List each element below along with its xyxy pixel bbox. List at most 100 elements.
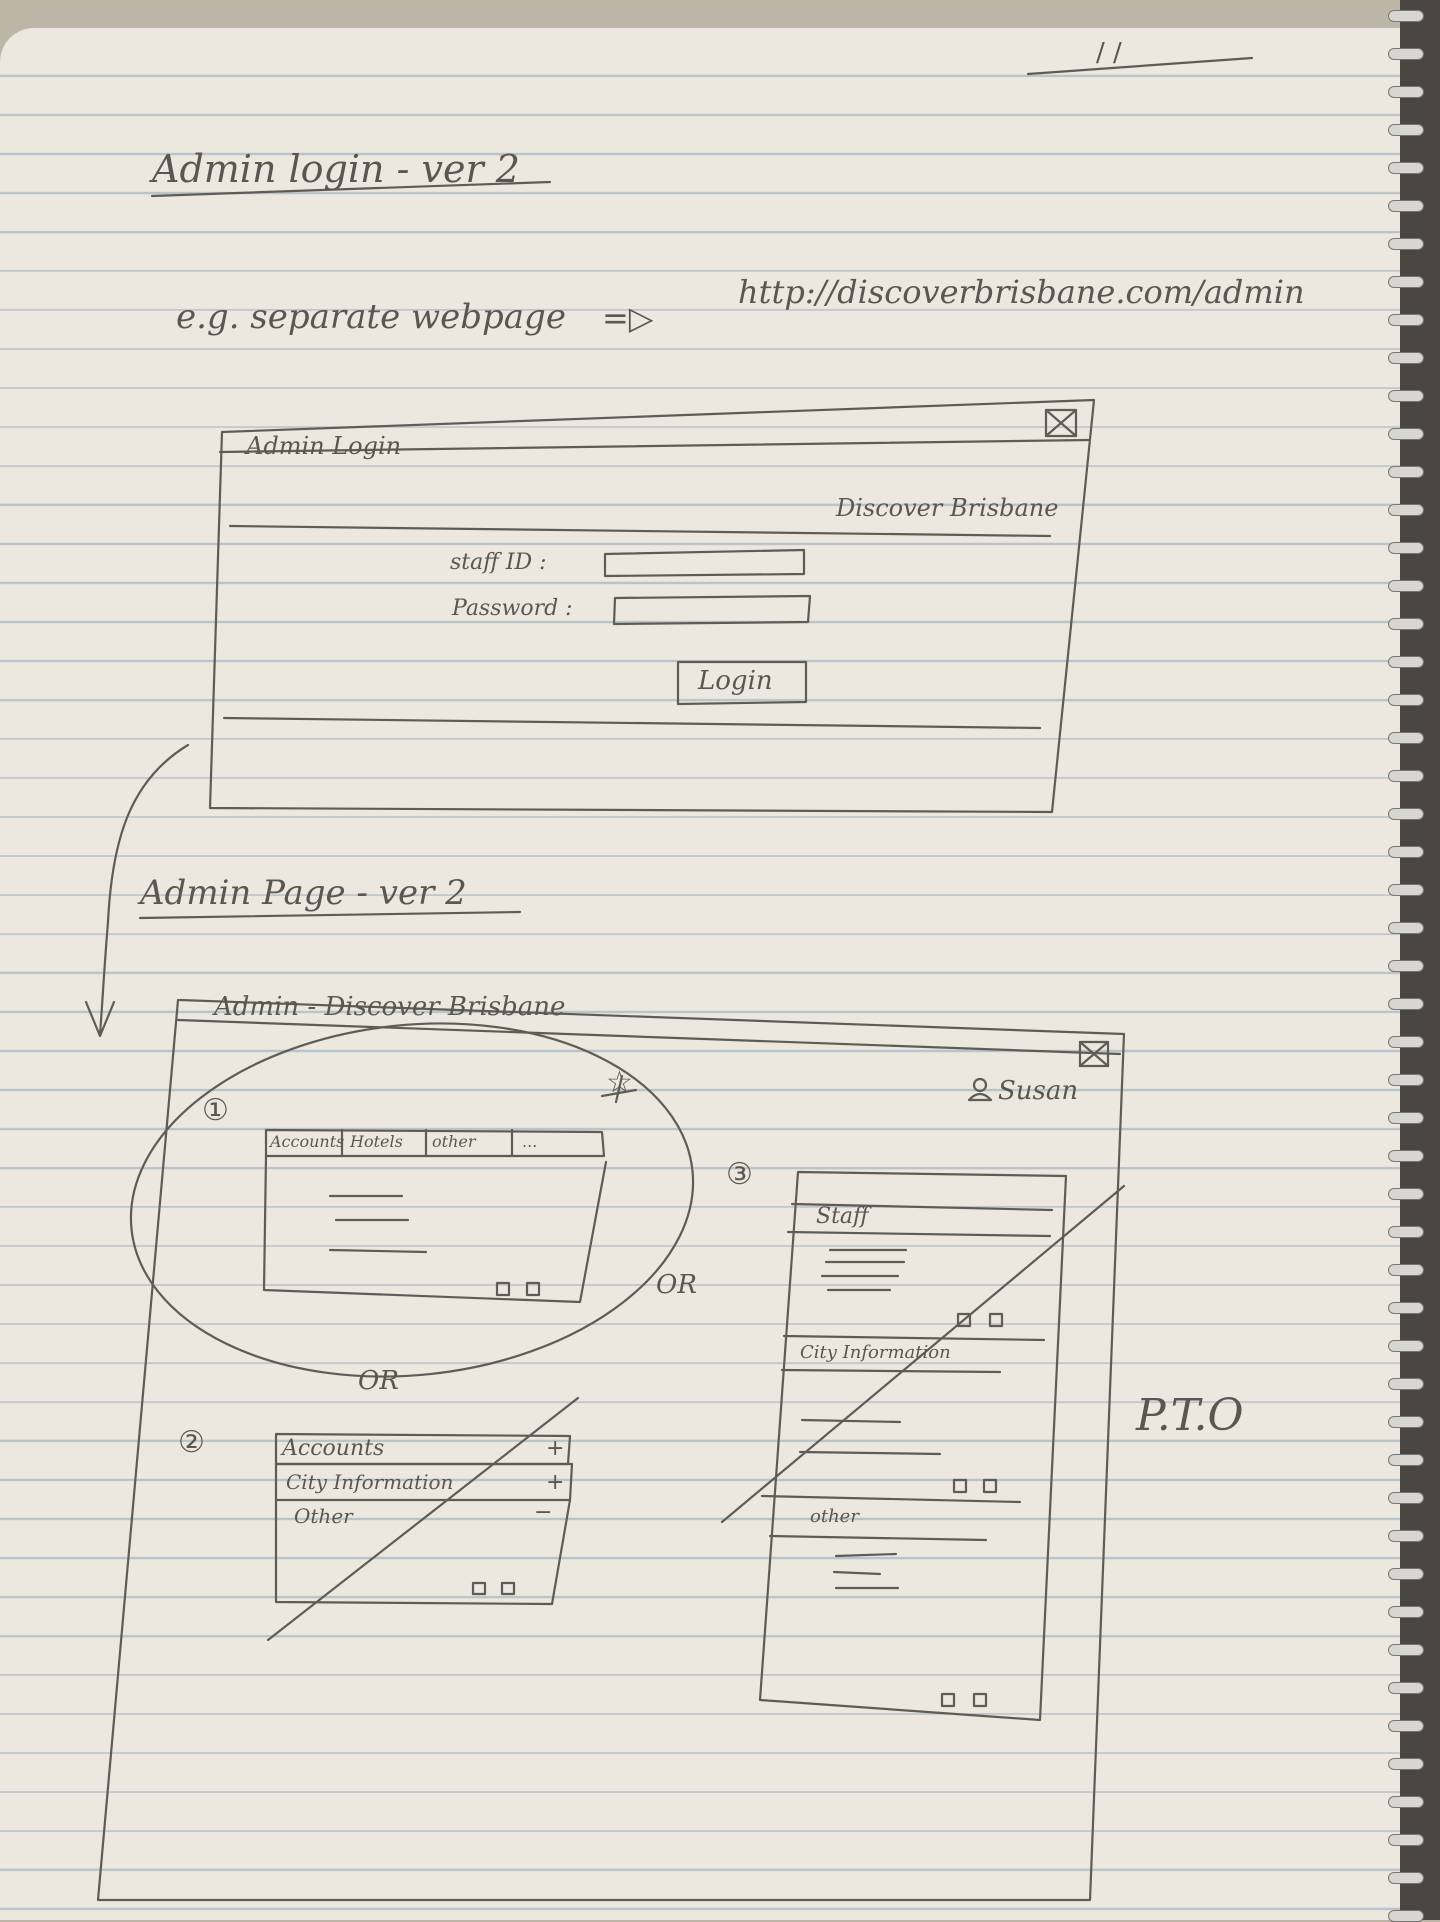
login-section-url: http://discoverbrisbane.com/admin: [738, 273, 1305, 311]
spiral-ring: [1388, 1036, 1424, 1048]
password-input: [612, 594, 812, 626]
user-icon: [972, 1077, 988, 1093]
spiral-ring: [1388, 732, 1424, 744]
spiral-ring: [1388, 10, 1424, 22]
spiral-ring: [1388, 1492, 1424, 1504]
heading-underline: [138, 910, 522, 920]
login-window-frame: [208, 398, 1096, 814]
option2-row-label[interactable]: Accounts: [282, 1436, 385, 1461]
option3-staff-lines: [820, 1248, 908, 1292]
option2-row-label[interactable]: City Information: [286, 1470, 454, 1494]
spiral-ring: [1388, 1606, 1424, 1618]
staff-id-label: staff ID :: [450, 550, 547, 575]
spiral-ring: [1388, 770, 1424, 782]
spiral-ring: [1388, 1530, 1424, 1542]
spiral-ring: [1388, 1378, 1424, 1390]
option3-cross-out: [720, 1184, 1126, 1524]
option2-button-b: [500, 1581, 516, 1596]
connector-arrow: [98, 743, 190, 1036]
spiral-ring: [1388, 1416, 1424, 1428]
option3-staff-button-b: [988, 1312, 1004, 1328]
spiral-ring: [1388, 124, 1424, 136]
close-icon-x: [1078, 1040, 1110, 1068]
spiral-ring: [1388, 1796, 1424, 1808]
option1-button-a: [495, 1281, 511, 1297]
spiral-ring: [1388, 86, 1424, 98]
date-marks: / /: [1096, 38, 1122, 68]
option3-city-button-b: [982, 1478, 998, 1494]
option3-staff-button-a: [956, 1312, 972, 1328]
spiral-ring: [1388, 1682, 1424, 1694]
option3-panel: [758, 1170, 1068, 1722]
option3-city-header: [780, 1334, 1046, 1374]
spiral-ring: [1388, 466, 1424, 478]
option2-row-toggle[interactable]: +: [546, 1470, 565, 1495]
spiral-ring: [1388, 580, 1424, 592]
pto-note: P.T.O: [1136, 1390, 1244, 1441]
or-connector: OR: [358, 1366, 399, 1396]
spiral-ring: [1388, 1340, 1424, 1352]
option1-tab-hotels[interactable]: Hotels: [350, 1132, 403, 1151]
spiral-ring: [1388, 694, 1424, 706]
login-button-label[interactable]: Login: [698, 666, 773, 696]
option3-number: ③: [726, 1157, 753, 1192]
option3-section-other[interactable]: other: [810, 1506, 859, 1527]
admin-window-titlebar: [176, 1018, 1122, 1056]
option3-other-lines: [832, 1552, 900, 1590]
spiral-ring: [1388, 428, 1424, 440]
option1-tab-accounts[interactable]: Accounts: [270, 1132, 345, 1151]
admin-window-frame: [96, 998, 1126, 1902]
admin-section-heading: Admin Page - ver 2: [140, 873, 467, 913]
option1-button-b: [525, 1281, 541, 1297]
login-window-titlebar: [218, 438, 1092, 454]
spiral-ring: [1388, 504, 1424, 516]
spiral-ring: [1388, 960, 1424, 972]
option1-tab-more[interactable]: ...: [522, 1132, 538, 1151]
spiral-ring: [1388, 542, 1424, 554]
spiral-ring: [1388, 238, 1424, 250]
spiral-ring: [1388, 922, 1424, 934]
spiral-ring: [1388, 314, 1424, 326]
password-label: Password :: [452, 596, 573, 621]
spiral-ring: [1388, 48, 1424, 60]
spiral-ring: [1388, 1188, 1424, 1200]
admin-user-name[interactable]: Susan: [998, 1076, 1079, 1106]
spiral-ring: [1388, 618, 1424, 630]
option2-row-label[interactable]: Other: [294, 1504, 353, 1528]
heading-underline: [150, 180, 552, 198]
login-button: [676, 660, 808, 706]
login-section-heading: Admin login - ver 2: [152, 147, 520, 191]
option3-other-button-b: [972, 1692, 988, 1708]
option2-row-toggle[interactable]: −: [534, 1500, 553, 1525]
option1-number: ①: [202, 1093, 229, 1128]
close-icon-x: [1044, 408, 1078, 438]
option1-panel: [262, 1154, 608, 1304]
spiral-ring: [1388, 1112, 1424, 1124]
option1-content-lines: [328, 1194, 428, 1254]
option1-tab-other[interactable]: other: [432, 1132, 476, 1151]
option2-cross-out: [266, 1396, 580, 1642]
option3-section-city[interactable]: City Information: [800, 1342, 951, 1363]
option3-city-lines: [798, 1418, 942, 1456]
spiral-ring: [1388, 1302, 1424, 1314]
spiral-ring: [1388, 1226, 1424, 1238]
login-window-title: Admin Login: [246, 432, 402, 460]
staff-id-input: [603, 548, 806, 578]
option3-other-button-a: [940, 1692, 956, 1708]
connector-arrowhead: [84, 1000, 116, 1038]
login-section-arrow: =▷: [602, 299, 654, 337]
option1-tab-dividers: [340, 1128, 514, 1158]
option1-ellipse: [129, 1022, 695, 1378]
spiral-ring: [1388, 200, 1424, 212]
spiral-binding: [1388, 0, 1440, 1922]
option2-number: ②: [178, 1425, 205, 1460]
option3-section-staff[interactable]: Staff: [816, 1204, 869, 1229]
close-icon: [1044, 408, 1078, 438]
spiral-ring: [1388, 656, 1424, 668]
spiral-ring: [1388, 1872, 1424, 1884]
spiral-ring: [1388, 1644, 1424, 1656]
or-connector: OR: [656, 1270, 697, 1300]
login-window-divider: [228, 524, 1052, 538]
option2-row-toggle[interactable]: +: [546, 1436, 565, 1461]
spiral-ring: [1388, 162, 1424, 174]
